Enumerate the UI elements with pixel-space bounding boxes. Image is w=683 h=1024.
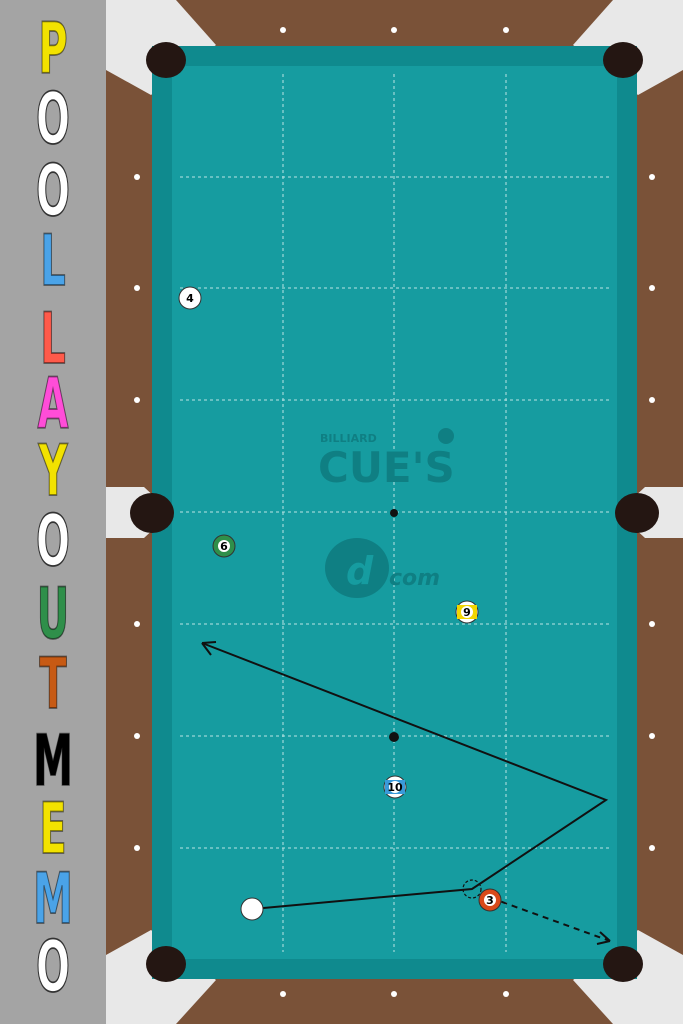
title-letter: O: [35, 151, 70, 233]
svg-text:6: 6: [220, 540, 228, 553]
watermark-large: CUE'S: [318, 443, 455, 492]
rail-diamonds: [134, 27, 655, 997]
ball-6: 6: [212, 534, 236, 558]
ball-4: 4: [178, 286, 202, 310]
svg-text:10: 10: [387, 781, 403, 794]
watermark-small: BILLIARD: [320, 432, 377, 445]
title-letter: P: [38, 9, 68, 91]
title-letter: O: [35, 79, 70, 161]
shot-path: [201, 641, 611, 945]
title-letter: M: [33, 721, 74, 803]
pool-table: BILLIARD CUE'S d com 3 4: [106, 0, 683, 1024]
pockets: [130, 42, 659, 982]
ball-3: 3: [478, 888, 502, 912]
title-letter: Y: [38, 431, 68, 513]
watermark-com: com: [389, 566, 440, 591]
cue-ball: [240, 897, 264, 921]
title-letter: T: [39, 644, 67, 726]
svg-text:4: 4: [186, 292, 194, 305]
watermark-logo: BILLIARD CUE'S d com: [318, 428, 455, 598]
ball-9: 9: [455, 600, 479, 624]
svg-text:3: 3: [486, 894, 494, 907]
ghost-ball: [462, 879, 482, 899]
title-letter: A: [37, 364, 69, 446]
svg-text:d: d: [346, 549, 374, 593]
svg-text:9: 9: [463, 606, 471, 619]
title-letter: U: [36, 574, 70, 656]
foot-spot: [389, 732, 399, 742]
ball-10: 10: [383, 775, 407, 799]
title-letter: O: [35, 501, 70, 583]
title-letter: O: [35, 927, 70, 1009]
title-letter: L: [40, 299, 67, 381]
title-letter: L: [40, 221, 67, 303]
center-spot: [390, 509, 398, 517]
title-letter: M: [33, 859, 74, 941]
title-letter: E: [39, 789, 67, 871]
